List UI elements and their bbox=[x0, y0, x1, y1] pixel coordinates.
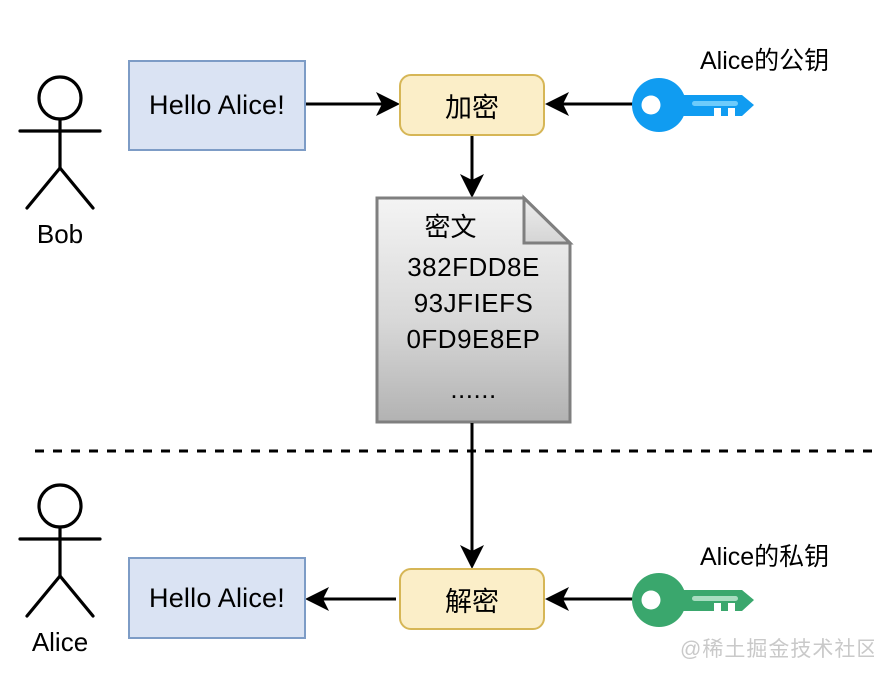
alice-leg-right bbox=[58, 574, 95, 618]
actor-alice-figure bbox=[18, 483, 102, 618]
ciphertext-line-3: 0FD9E8EP bbox=[406, 324, 541, 354]
plaintext-label-bottom: Hello Alice! bbox=[149, 582, 285, 613]
bob-leg-left bbox=[25, 166, 62, 210]
public-key-icon bbox=[632, 78, 754, 132]
plaintext-box-bottom: Hello Alice! bbox=[128, 557, 306, 639]
private-key-icon bbox=[632, 573, 754, 627]
plaintext-label-top: Hello Alice! bbox=[149, 90, 285, 120]
public-key-label: Alice的公钥 bbox=[700, 47, 830, 75]
actor-label-bob: Bob bbox=[36, 219, 84, 249]
document-fold-corner bbox=[522, 194, 574, 245]
alice-head-icon bbox=[37, 483, 83, 529]
ciphertext-document-shape bbox=[375, 194, 574, 424]
watermark-text: @稀土掘金技术社区 bbox=[680, 638, 874, 661]
alice-leg-left bbox=[25, 574, 62, 618]
bob-leg-right bbox=[58, 166, 95, 210]
plaintext-box-top: Hello Alice! bbox=[128, 60, 306, 151]
decrypt-box: 解密 bbox=[399, 568, 545, 630]
ciphertext-line-2: 93JFIEFS bbox=[413, 288, 534, 318]
encrypt-label: 加密 bbox=[445, 92, 499, 123]
ciphertext-line-4: ...... bbox=[450, 374, 497, 404]
actor-bob-figure bbox=[18, 75, 102, 210]
private-key-label: Alice的私钥 bbox=[700, 543, 830, 571]
ciphertext-title: 密文 bbox=[424, 212, 477, 242]
ciphertext-line-1: 382FDD8E bbox=[407, 252, 540, 282]
ciphertext-lines: 382FDD8E 93JFIEFS 0FD9E8EP ...... bbox=[377, 249, 570, 407]
encrypt-box: 加密 bbox=[399, 74, 545, 136]
decrypt-label: 解密 bbox=[445, 586, 499, 617]
actor-label-alice: Alice bbox=[31, 627, 89, 657]
bob-head-icon bbox=[37, 75, 83, 121]
